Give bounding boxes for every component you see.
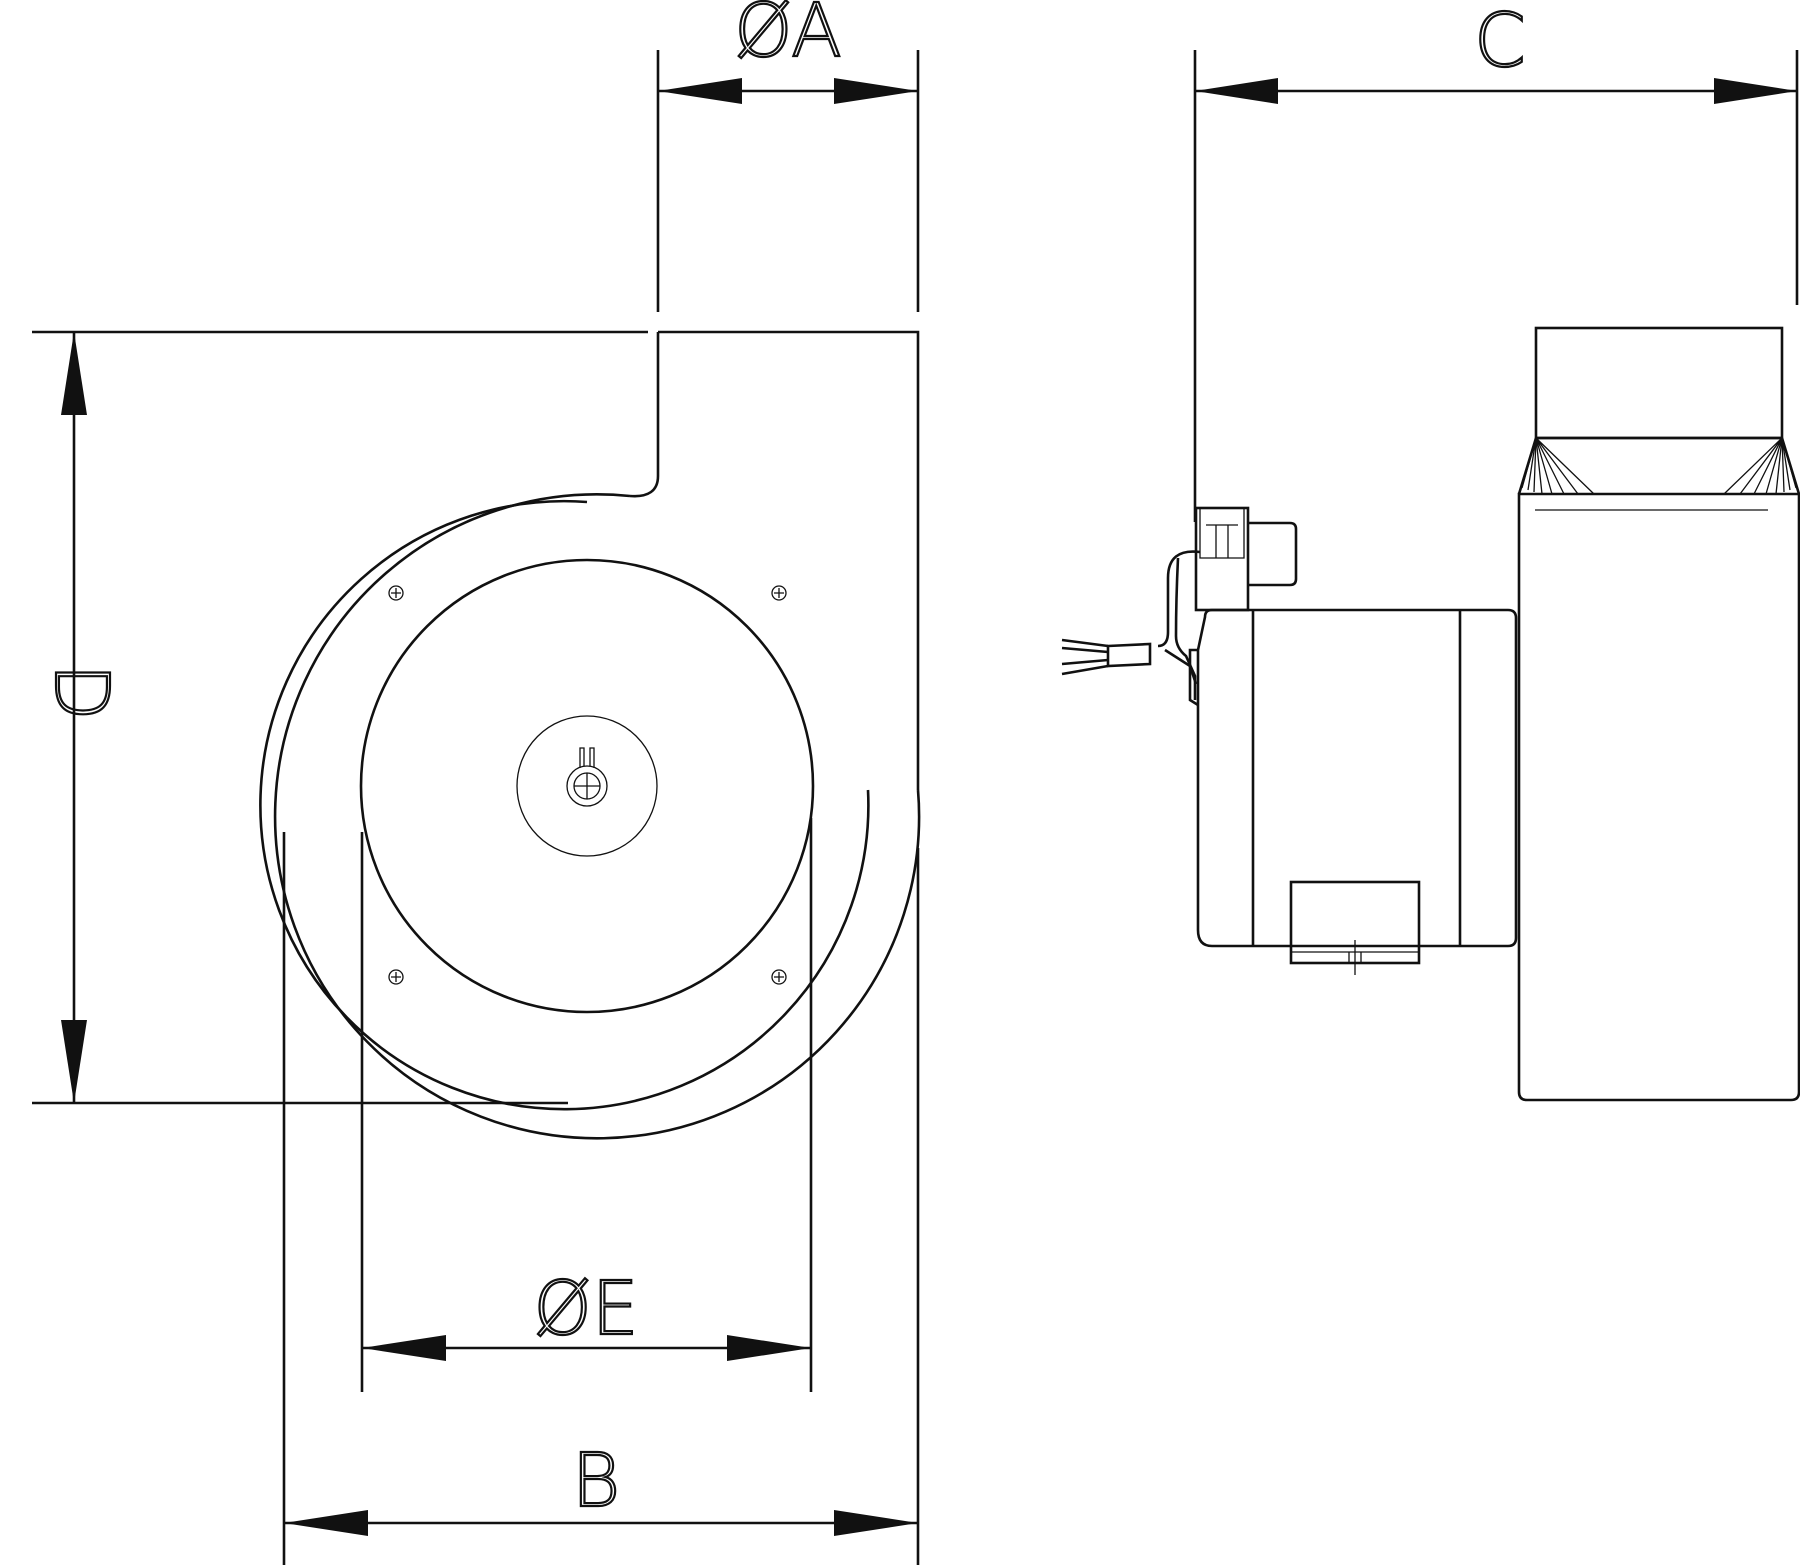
side-view: [1061, 326, 1800, 1102]
dimension-e: ØE: [360, 818, 813, 1392]
wire-bundle: [1061, 550, 1201, 707]
screw-icon: [771, 585, 787, 601]
front-view: [32, 330, 921, 1565]
dimension-e-label: ØE: [533, 1266, 638, 1352]
dimension-d: D: [37, 332, 125, 1103]
dimension-b-label: B: [572, 1438, 620, 1524]
screw-icon: [388, 585, 404, 601]
dimension-a: ØA: [656, 0, 920, 312]
blower-housing: [1517, 492, 1800, 1102]
housing-outline: [32, 330, 920, 1565]
outlet-transition: [1517, 436, 1800, 495]
inlet-circle: [359, 558, 815, 1014]
scroll-outer: [273, 493, 921, 1140]
screw-icon: [388, 969, 404, 985]
shaft-detail: [566, 747, 608, 807]
motor-body: [1196, 608, 1518, 948]
transition-hatch: [1521, 437, 1797, 495]
outlet-duct: [1534, 326, 1784, 440]
dimension-a-label: ØA: [734, 0, 842, 74]
motor-band-lines: [1251, 610, 1462, 946]
scroll-inner: [259, 499, 870, 1111]
hub-circle: [516, 715, 658, 857]
dimension-c: C: [1193, 0, 1799, 522]
terminal-box-detail: [1291, 940, 1419, 975]
dimension-c-label: C: [1474, 0, 1526, 84]
connector-block: [1194, 506, 1298, 612]
screw-icon: [771, 969, 787, 985]
dimension-b: B: [282, 832, 918, 1565]
dimension-d-label: D: [38, 664, 124, 721]
